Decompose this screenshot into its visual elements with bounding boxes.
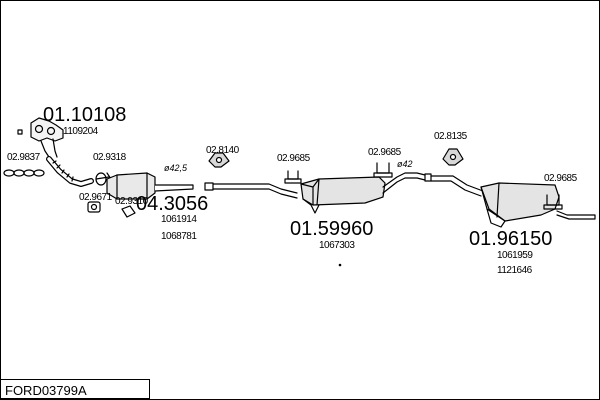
part-ref-catalyst-1: 1061914 <box>161 214 197 225</box>
part-ref-manifold: 1109204 <box>63 126 98 137</box>
diagram-code-box: FORD03799A <box>0 379 150 399</box>
catalytic-converter <box>106 172 194 200</box>
diagram-code: FORD03799A <box>5 383 87 398</box>
small-part-9671: 02.9671 <box>79 192 112 203</box>
manifold-part <box>30 117 64 158</box>
hanger-8135 <box>442 148 464 166</box>
small-part-9837: 02.9837 <box>7 152 40 163</box>
diameter-label-2: ø42 <box>397 159 413 169</box>
small-part-8140: 02.8140 <box>206 145 239 156</box>
front-pipe <box>204 182 298 199</box>
intermediate-pipe <box>382 172 484 197</box>
part-number-rear-muffler: 01.96150 <box>469 228 553 250</box>
small-part-9685-b: 02.9685 <box>368 147 401 158</box>
part-number-catalyst: 04.3056 <box>136 193 209 215</box>
rear-muffler <box>480 182 596 228</box>
small-part-9318: 02.9318 <box>93 152 126 163</box>
part-number-middle-muffler: 01.59960 <box>290 218 374 240</box>
flex-pipe <box>46 156 94 187</box>
gasket-chain <box>3 169 45 177</box>
part-number-manifold: 01.10108 <box>43 104 127 126</box>
gasket-small-square <box>17 129 23 135</box>
part-ref-rear-muffler-2: 1121646 <box>497 265 532 276</box>
small-part-9310: 02.9310 <box>115 196 148 207</box>
clamp-9671 <box>87 201 101 213</box>
diameter-label-1: ø42,5 <box>164 163 188 173</box>
hanger-8140 <box>208 152 230 168</box>
part-ref-catalyst-2: 1068781 <box>161 231 197 242</box>
part-ref-middle-muffler: 1067303 <box>319 240 355 251</box>
bracket-9310 <box>121 205 136 218</box>
hanger-9685-b <box>373 162 393 178</box>
part-ref-rear-muffler-1: 1061959 <box>497 250 533 261</box>
hanger-9685-a <box>284 170 302 184</box>
middle-muffler <box>300 176 386 267</box>
small-part-8135: 02.8135 <box>434 131 467 142</box>
small-part-9685-a: 02.9685 <box>277 153 310 164</box>
hanger-9685-c <box>543 194 563 210</box>
small-part-9685-c: 02.9685 <box>544 173 577 184</box>
